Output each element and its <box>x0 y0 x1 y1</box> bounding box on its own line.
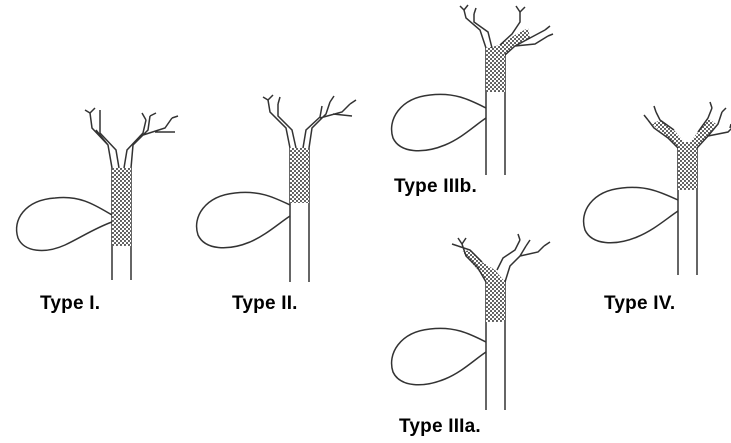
gallbladder <box>392 328 486 384</box>
figure-type-3b <box>392 5 553 175</box>
lesion-stipple <box>462 250 505 322</box>
branch-tips <box>263 95 356 104</box>
left-hepatic-branch <box>268 100 296 148</box>
right-hepatic-branch <box>131 116 175 168</box>
right-hepatic-branch <box>497 240 544 282</box>
left-hepatic-branch <box>464 10 492 48</box>
lesion-stipple <box>290 148 309 203</box>
gallbladder <box>392 94 486 150</box>
figure-type-3a <box>392 234 550 410</box>
figure-type-1 <box>17 108 178 280</box>
figure-type-2 <box>197 95 356 282</box>
gallbladder <box>584 187 678 242</box>
label-type-2: Type II. <box>232 293 298 315</box>
label-type-4: Type IV. <box>604 293 675 315</box>
figure-type-4 <box>584 102 731 275</box>
lesion-stipple <box>112 168 131 246</box>
lesion-stipple <box>652 118 716 190</box>
label-type-3a: Type IIIa. <box>399 416 481 438</box>
branch-tips <box>452 234 550 246</box>
gallbladder <box>197 192 290 247</box>
label-type-3b: Type IIIb. <box>394 176 477 198</box>
right-hepatic-branch <box>303 102 352 148</box>
label-type-1: Type I. <box>40 293 100 315</box>
branch-tips <box>85 108 178 120</box>
gallbladder <box>17 197 112 250</box>
left-hepatic-branch <box>90 113 112 168</box>
